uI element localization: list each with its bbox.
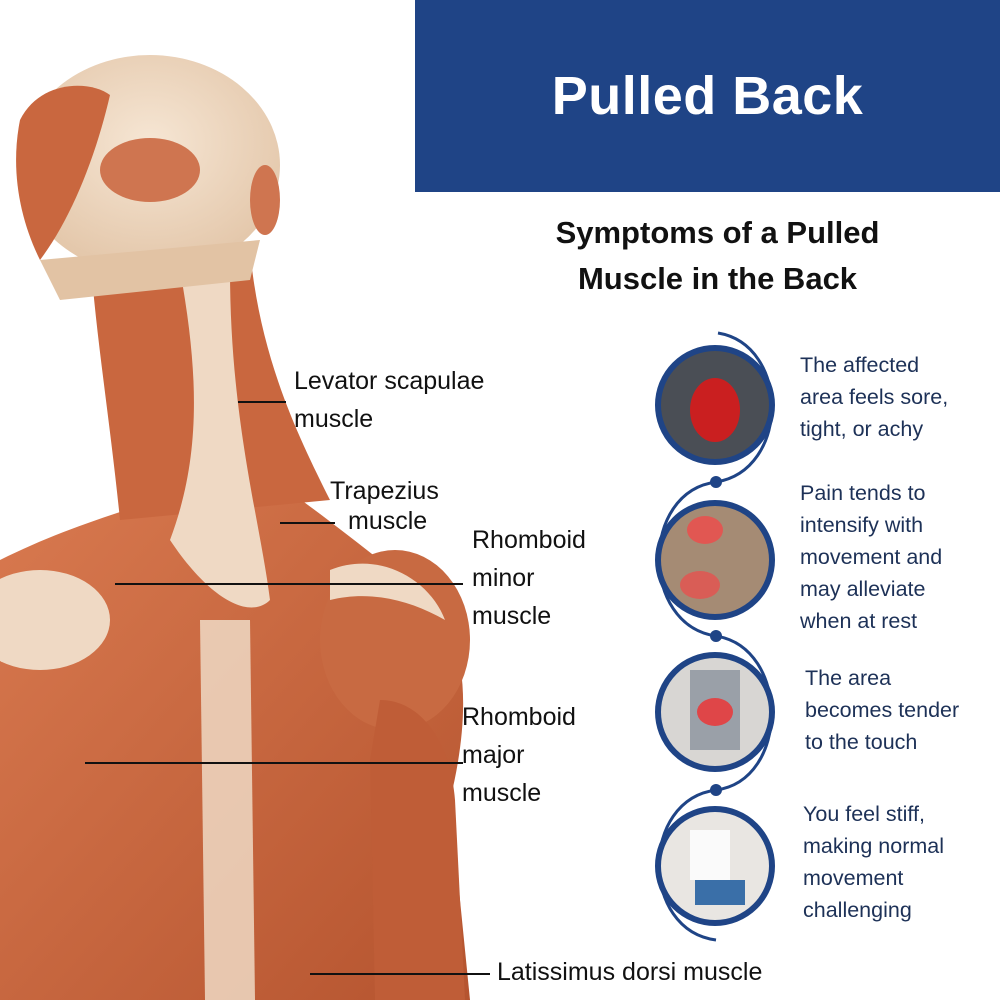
subtitle-line: Muscle in the Back	[577, 261, 858, 296]
timeline-dot	[710, 630, 722, 642]
pointer-line	[85, 762, 463, 764]
timeline-dot	[710, 476, 722, 488]
subtitle-line: Symptoms of a Pulled	[555, 215, 880, 250]
page-title: Pulled Back	[551, 66, 864, 126]
pointer-line	[310, 973, 490, 975]
pointer-line	[115, 583, 463, 585]
symptom-photo-stiff-back	[655, 806, 775, 926]
title-banner: Pulled Back	[415, 0, 1000, 192]
pointer-line	[238, 401, 286, 403]
symptom-photo-lower-back-pain	[655, 345, 775, 465]
pointer-line	[280, 522, 335, 524]
label-latissimus-dorsi: Latissimus dorsi muscle	[497, 958, 763, 986]
symptom-photo-tender-back	[655, 652, 775, 772]
symptom-photo-upper-back-pain	[655, 500, 775, 620]
subtitle: Symptoms of a Pulled Muscle in the Back	[520, 210, 915, 302]
back-muscle-anatomy-illustration	[0, 55, 470, 1000]
timeline-dot	[710, 784, 722, 796]
